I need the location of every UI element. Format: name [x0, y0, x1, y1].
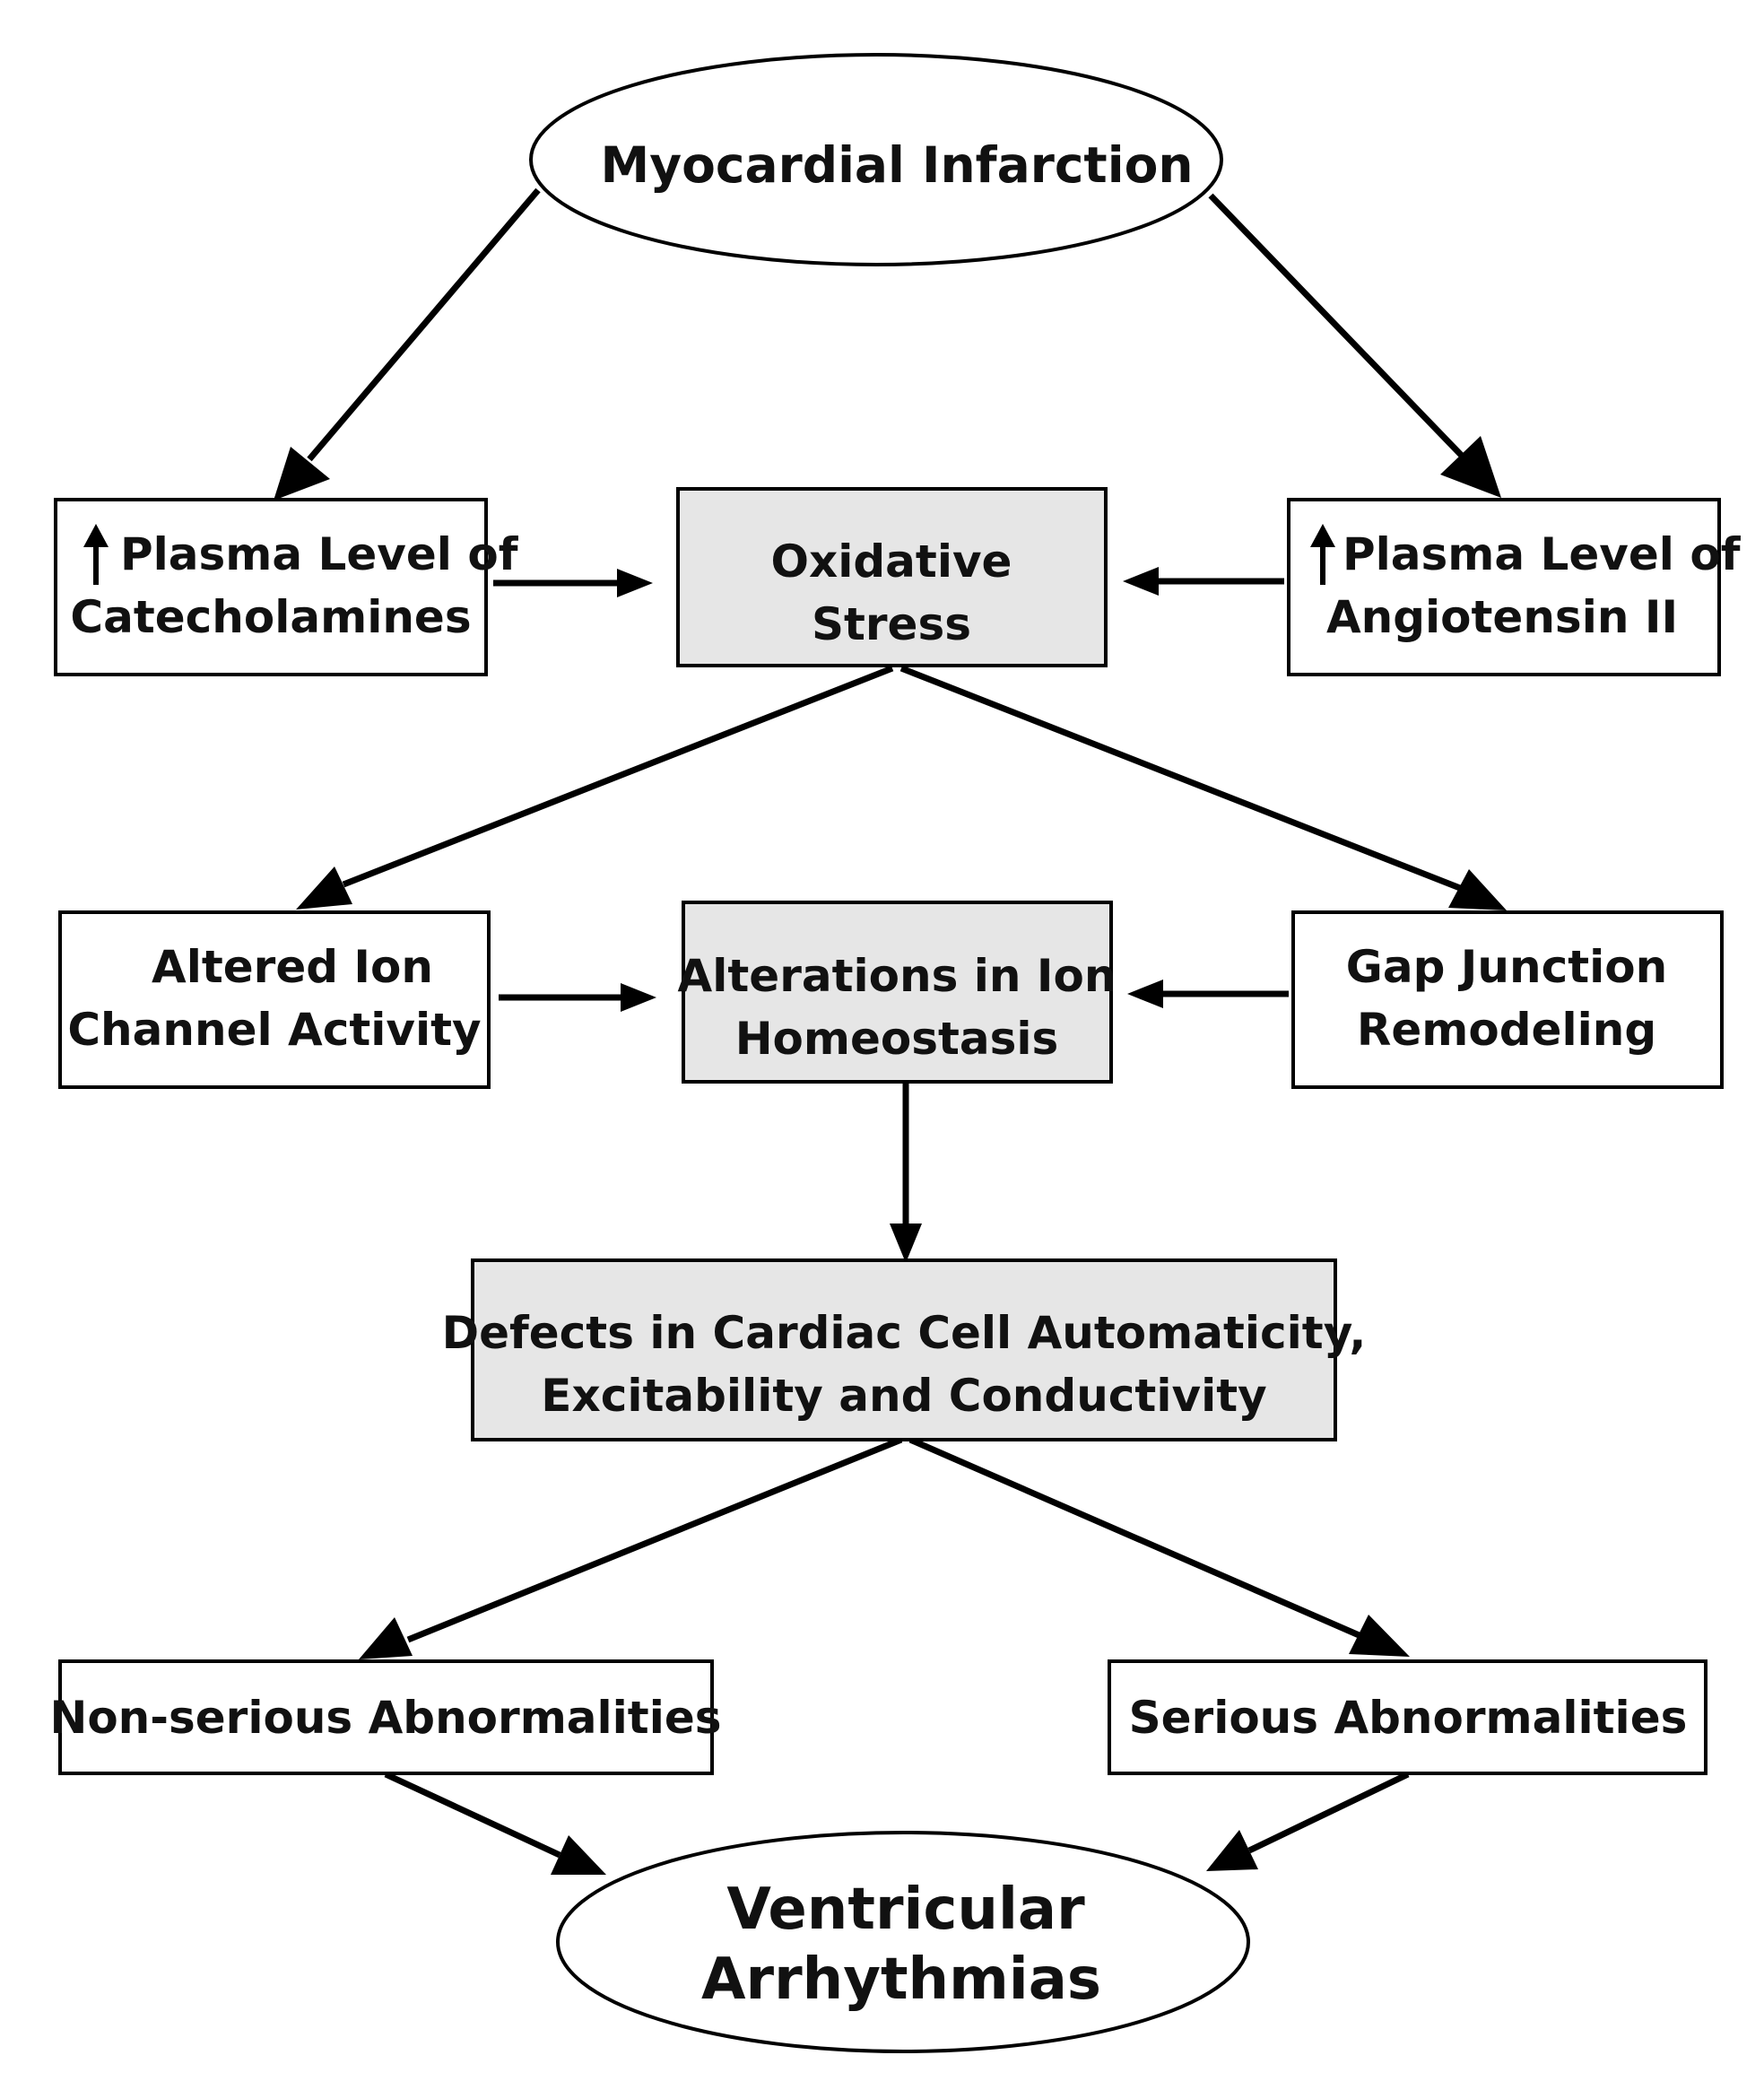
- node-serious: Serious Abnormalities: [1108, 1659, 1708, 1775]
- node-defects: Defects in Cardiac Cell Automaticity, Ex…: [442, 1258, 1367, 1441]
- node-label-line-2: Excitability and Conductivity: [541, 1370, 1266, 1422]
- up-arrow-icon: [1310, 524, 1335, 585]
- node-ion-homeostasis: Alterations in Ion Homeostasis: [678, 901, 1117, 1084]
- node-shape: [58, 910, 491, 1089]
- node-catecholamines: Plasma Level of Catecholamines: [54, 498, 519, 676]
- node-shape: [1108, 1659, 1708, 1775]
- edge-mi-to-angiotensin: [1208, 193, 1501, 498]
- node-ventricular-arrhythmias: Ventricular Arrhythmias: [556, 1831, 1250, 2053]
- edge-ion-homeostasis-to-defects: [890, 1084, 922, 1263]
- nodes: Myocardial Infarction Plasma Level of Ca…: [49, 53, 1742, 2053]
- edge-catecholamines-to-oxidative-stress: [493, 569, 653, 597]
- edge-defects-to-serious: [908, 1436, 1410, 1657]
- node-shape: [556, 1831, 1250, 2053]
- node-shape: [54, 498, 488, 676]
- node-shape: [529, 53, 1223, 266]
- edge-gap-junction-to-ion-homeostasis: [1127, 980, 1289, 1008]
- node-label-line-2: Channel Activity: [67, 1004, 481, 1056]
- node-shape: [1291, 910, 1724, 1089]
- node-label-line-1: Alterations in Ion: [678, 950, 1117, 1002]
- node-label-line-1: Gap Junction: [1346, 941, 1667, 993]
- node-oxidative-stress: Oxidative Stress: [676, 487, 1108, 667]
- edge-ion-channel-to-ion-homeostasis: [499, 983, 656, 1012]
- node-non-serious: Non-serious Abnormalities: [49, 1659, 722, 1775]
- node-label-line-2: Catecholamines: [70, 591, 471, 643]
- node-shape: [471, 1258, 1337, 1441]
- node-label: Serious Abnormalities: [1129, 1692, 1688, 1744]
- node-shape: [676, 487, 1108, 667]
- node-shape: [58, 1659, 714, 1775]
- node-label-line-1: Ventricular: [726, 1877, 1085, 1943]
- node-label-line-1: Defects in Cardiac Cell Automaticity,: [442, 1307, 1367, 1359]
- node-gap-junction: Gap Junction Remodeling: [1291, 910, 1724, 1089]
- edge-defects-to-non-serious: [359, 1436, 903, 1659]
- edge-angiotensin-to-oxidative-stress: [1123, 567, 1284, 596]
- edge-serious-to-arrhythmias: [1206, 1771, 1410, 1871]
- up-arrow-icon: [83, 524, 109, 585]
- node-myocardial-infarction: Myocardial Infarction: [529, 53, 1223, 266]
- node-shape: [1287, 498, 1721, 676]
- edge-oxidative-stress-to-ion-channel: [296, 665, 894, 910]
- edges: [274, 187, 1507, 1875]
- node-label: Myocardial Infarction: [600, 136, 1193, 194]
- node-label-line-1: Plasma Level of: [1343, 528, 1742, 580]
- edge-mi-to-catecholamines: [274, 187, 541, 501]
- edge-oxidative-stress-to-gap-junction: [899, 665, 1507, 910]
- node-label-line-1: Altered Ion: [152, 941, 433, 993]
- node-ion-channel: Altered Ion Channel Activity: [58, 910, 491, 1089]
- node-label-line-2: Remodeling: [1357, 1004, 1656, 1056]
- node-label-line-1: Plasma Level of: [120, 528, 519, 580]
- node-angiotensin: Plasma Level of Angiotensin II: [1287, 498, 1742, 676]
- node-label-line-2: Arrhythmias: [701, 1946, 1101, 2013]
- node-shape: [682, 901, 1113, 1084]
- node-label: Non-serious Abnormalities: [49, 1692, 721, 1744]
- node-label-line-1: Oxidative: [771, 536, 1012, 588]
- edge-non-serious-to-arrhythmias: [384, 1771, 606, 1875]
- node-label-line-2: Homeostasis: [735, 1013, 1059, 1065]
- node-label-line-2: Angiotensin II: [1326, 591, 1678, 643]
- node-label-line-2: Stress: [812, 598, 971, 650]
